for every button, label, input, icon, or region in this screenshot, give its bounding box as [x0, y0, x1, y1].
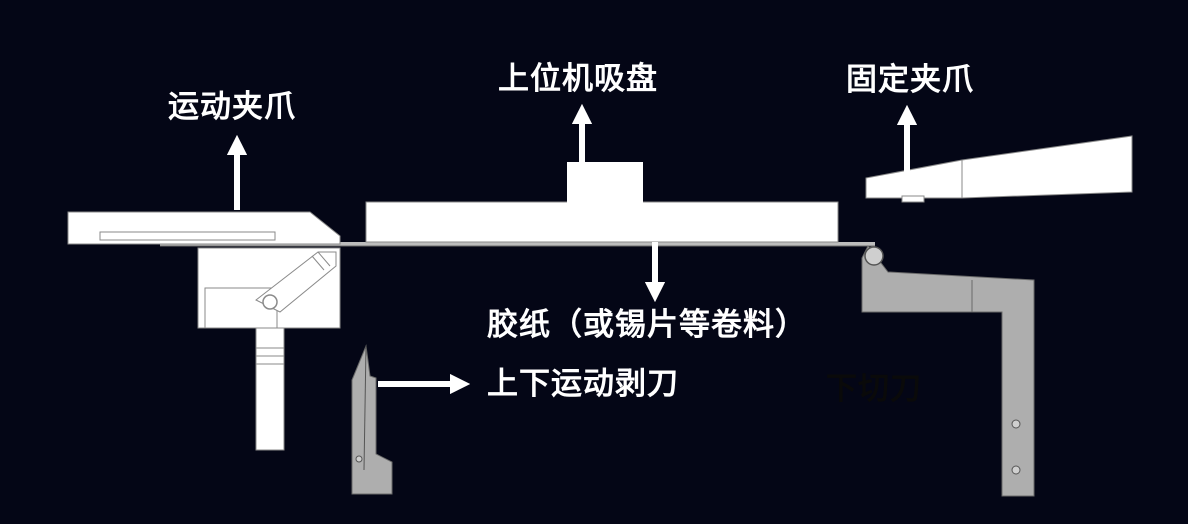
host-suction-cup — [365, 162, 839, 243]
label-moving-clamp: 运动夹爪 — [168, 89, 296, 125]
arrows — [226, 103, 918, 395]
fixed-clamp — [865, 135, 1133, 203]
peel-blade — [351, 344, 393, 495]
moving-clamp — [67, 211, 341, 451]
label-lower-cutter: 下切刀 — [826, 371, 922, 407]
label-host-suction-cup: 上位机吸盘 — [498, 61, 658, 97]
lower-cutter — [861, 245, 1035, 497]
label-peel-blade: 上下运动剥刀 — [487, 366, 679, 402]
label-tape-material: 胶纸（或锡片等卷料） — [487, 307, 807, 343]
label-fixed-clamp: 固定夹爪 — [846, 62, 974, 98]
